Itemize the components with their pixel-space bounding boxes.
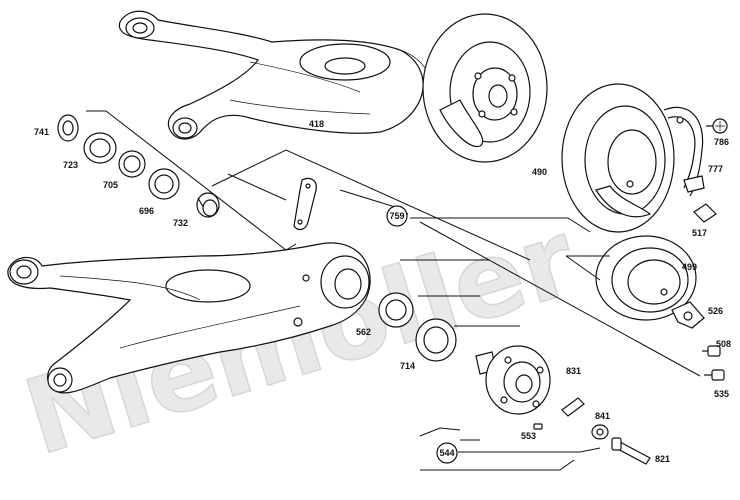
callout-418: 418 [309, 119, 324, 129]
callout-786: 786 [714, 137, 729, 147]
callout-526: 526 [708, 306, 723, 316]
callout-535: 535 [714, 389, 729, 399]
callout-831: 831 [566, 366, 581, 376]
bolt-821 [611, 437, 651, 465]
callout-841: 841 [595, 411, 610, 421]
plate-759 [293, 177, 317, 231]
callout-759: 759 [386, 205, 408, 227]
pin-553 [533, 423, 543, 430]
brake-disc-490 [561, 83, 675, 233]
svg-text:741: 741 [34, 127, 49, 137]
svg-text:714: 714 [400, 361, 415, 371]
svg-text:535: 535 [714, 389, 729, 399]
callout-508: 508 [716, 339, 731, 349]
callout-696: 696 [139, 206, 154, 216]
svg-text:759: 759 [389, 211, 404, 221]
callout-741: 741 [34, 127, 49, 137]
seal-714 [415, 318, 457, 362]
bracket-526 [671, 301, 705, 329]
upper-hub-disc [422, 13, 548, 163]
bearing-562 [378, 292, 414, 328]
callout-490: 490 [532, 167, 547, 177]
svg-text:831: 831 [566, 366, 581, 376]
bearing-696 [148, 168, 180, 200]
callout-821: 821 [655, 454, 670, 464]
upper-trailing-arm [118, 10, 433, 140]
bolts-508-535 [702, 345, 725, 381]
svg-text:786: 786 [714, 137, 729, 147]
dust-shield-777 [663, 106, 705, 197]
callout-723: 723 [63, 160, 78, 170]
callout-499: 499 [682, 262, 697, 272]
bearing-723 [83, 132, 117, 164]
svg-text:526: 526 [708, 306, 723, 316]
svg-text:696: 696 [139, 206, 154, 216]
svg-text:499: 499 [682, 262, 697, 272]
svg-text:544: 544 [439, 448, 454, 458]
lower-trailing-arm [7, 242, 371, 394]
screw-786 [706, 118, 728, 134]
callout-517: 517 [692, 228, 707, 238]
svg-text:418: 418 [309, 119, 324, 129]
svg-text:517: 517 [692, 228, 707, 238]
washer-841 [591, 424, 609, 440]
callout-714: 714 [400, 361, 415, 371]
svg-text:723: 723 [63, 160, 78, 170]
svg-text:562: 562 [356, 327, 371, 337]
callout-777: 777 [708, 164, 723, 174]
pin-831 [561, 397, 585, 417]
svg-text:732: 732 [173, 218, 188, 228]
seal-741 [57, 114, 79, 142]
callout-544: 544 [436, 442, 458, 464]
svg-text:821: 821 [655, 454, 670, 464]
callout-553: 553 [521, 431, 536, 441]
ring-705 [118, 150, 146, 178]
callout-705: 705 [103, 180, 118, 190]
svg-text:553: 553 [521, 431, 536, 441]
hub-flange [475, 345, 551, 415]
svg-text:705: 705 [103, 180, 118, 190]
clip-517 [693, 203, 717, 223]
svg-text:508: 508 [716, 339, 731, 349]
callout-732: 732 [173, 218, 188, 228]
svg-text:777: 777 [708, 164, 723, 174]
svg-text:490: 490 [532, 167, 547, 177]
backing-plate-499 [595, 235, 697, 321]
svg-text:841: 841 [595, 411, 610, 421]
callout-562: 562 [356, 327, 371, 337]
sleeve-732 [196, 192, 220, 218]
leader-lines [86, 110, 701, 471]
